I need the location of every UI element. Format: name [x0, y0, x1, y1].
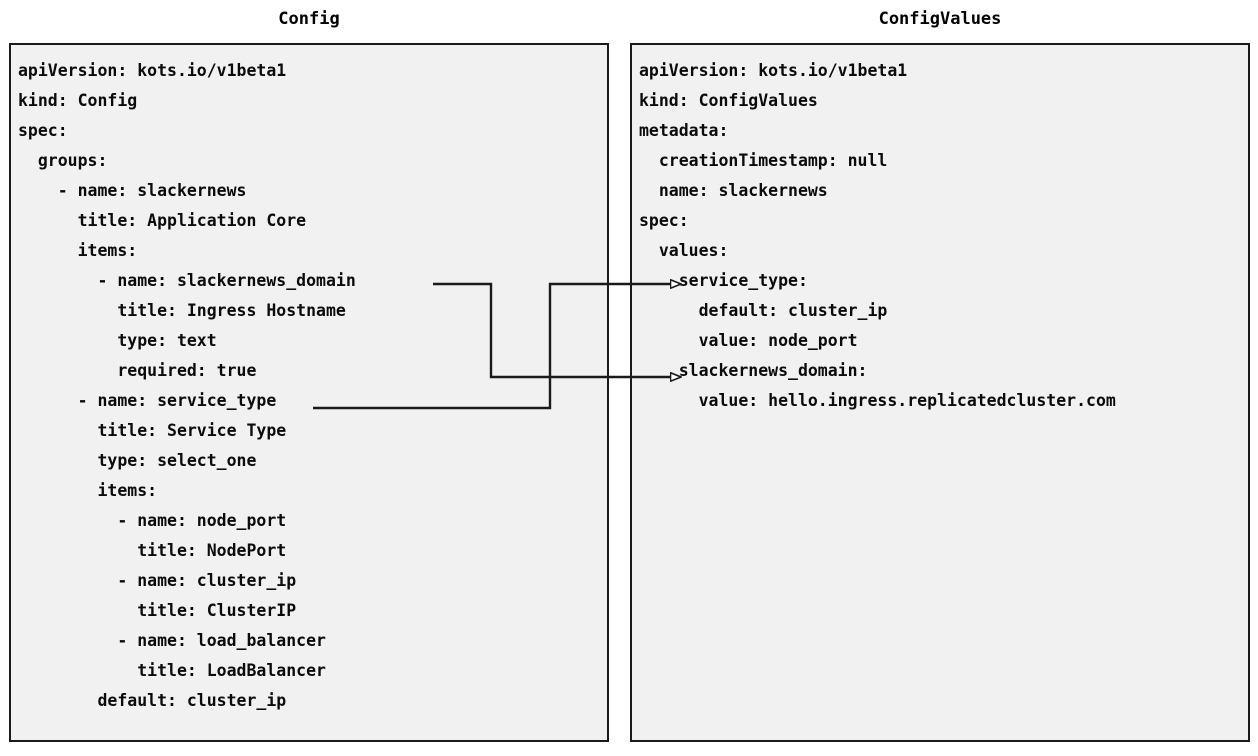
config-yaml-text: apiVersion: kots.io/v1beta1 kind: Config…: [18, 61, 356, 710]
configvalues-yaml-text: apiVersion: kots.io/v1beta1 kind: Config…: [639, 61, 1116, 410]
column-title-config: Config: [278, 9, 340, 29]
config-panel: apiVersion: kots.io/v1beta1 kind: Config…: [9, 43, 609, 742]
column-title-configvalues: ConfigValues: [878, 9, 1002, 29]
configvalues-panel: apiVersion: kots.io/v1beta1 kind: Config…: [630, 43, 1250, 742]
